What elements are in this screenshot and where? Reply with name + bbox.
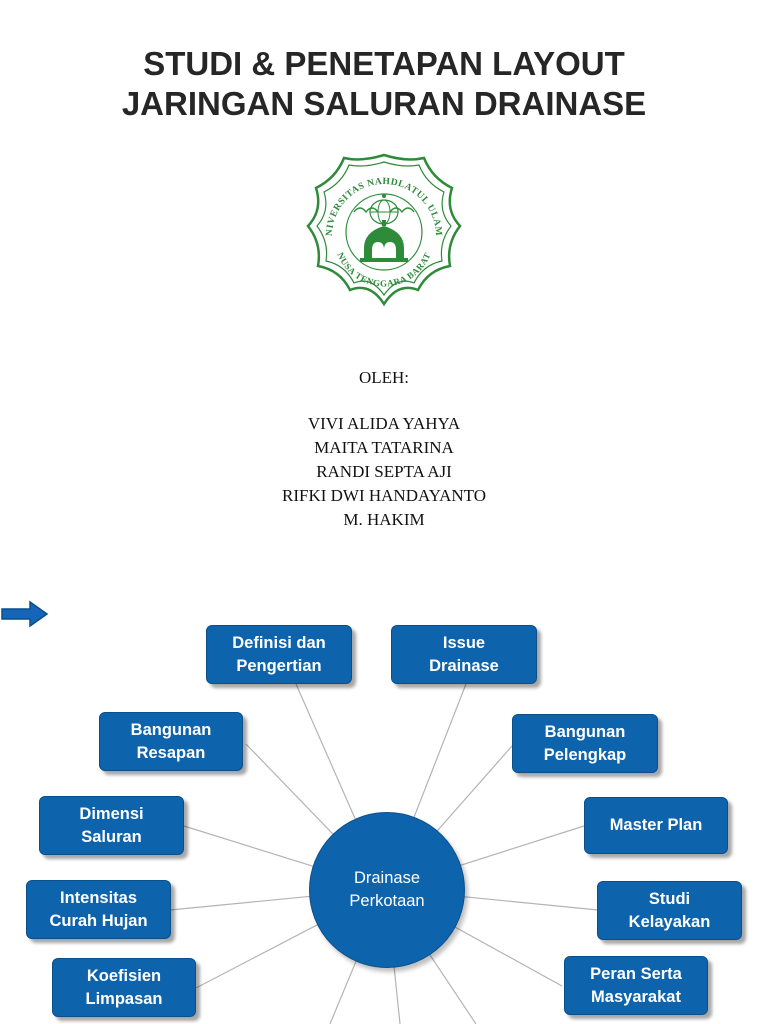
node-label: Master Plan [609,816,703,834]
node-label: Drainase [429,656,499,675]
university-logo: UNIVERSITAS NAHDLATUL ULAMA NUSA TENGGAR… [298,145,466,314]
hub-label: Perkotaan [349,892,425,910]
node-label: Issue [442,633,486,652]
node-label: Dimensi [79,804,144,823]
node-master-plan[interactable]: Master Plan [584,797,728,854]
node-label: Peran Serta [590,964,682,983]
byline-label: OLEH: [358,368,410,387]
node-label: Intensitas [59,888,138,907]
node-label: Kelayakan [628,912,711,931]
byline: OLEH: VIVI ALIDA YAHYA MAITA TATARINA RA… [0,366,768,532]
node-label: Pengertian [236,656,322,675]
node-label: Koefisien [86,966,162,985]
page-title: STUDI & PENETAPAN LAYOUT JARINGAN SALURA… [0,44,768,124]
author-name: M. HAKIM [343,510,425,529]
node-label: Saluran [81,827,142,846]
arrow-right-icon [1,600,49,628]
title-line-2: JARINGAN SALURAN DRAINASE [121,85,647,122]
author-name: RIFKI DWI HANDAYANTO [282,486,486,505]
node-label: Pelengkap [543,745,627,764]
node-label: Bangunan [130,720,212,739]
node-label: Bangunan [544,722,626,741]
author-name: MAITA TATARINA [314,438,454,457]
dome-building-icon [360,220,408,262]
author-name: VIVI ALIDA YAHYA [307,414,461,433]
node-label: Limpasan [85,989,163,1008]
author-name: RANDI SEPTA AJI [316,462,452,481]
node-label: Masyarakat [591,987,681,1006]
node-label: Curah Hujan [49,911,148,930]
title-line-1: STUDI & PENETAPAN LAYOUT [143,45,625,82]
node-label: Resapan [136,743,206,762]
node-label: Definisi dan [232,633,326,652]
hub-label: Drainase [353,869,421,887]
node-label: Studi [648,889,691,908]
